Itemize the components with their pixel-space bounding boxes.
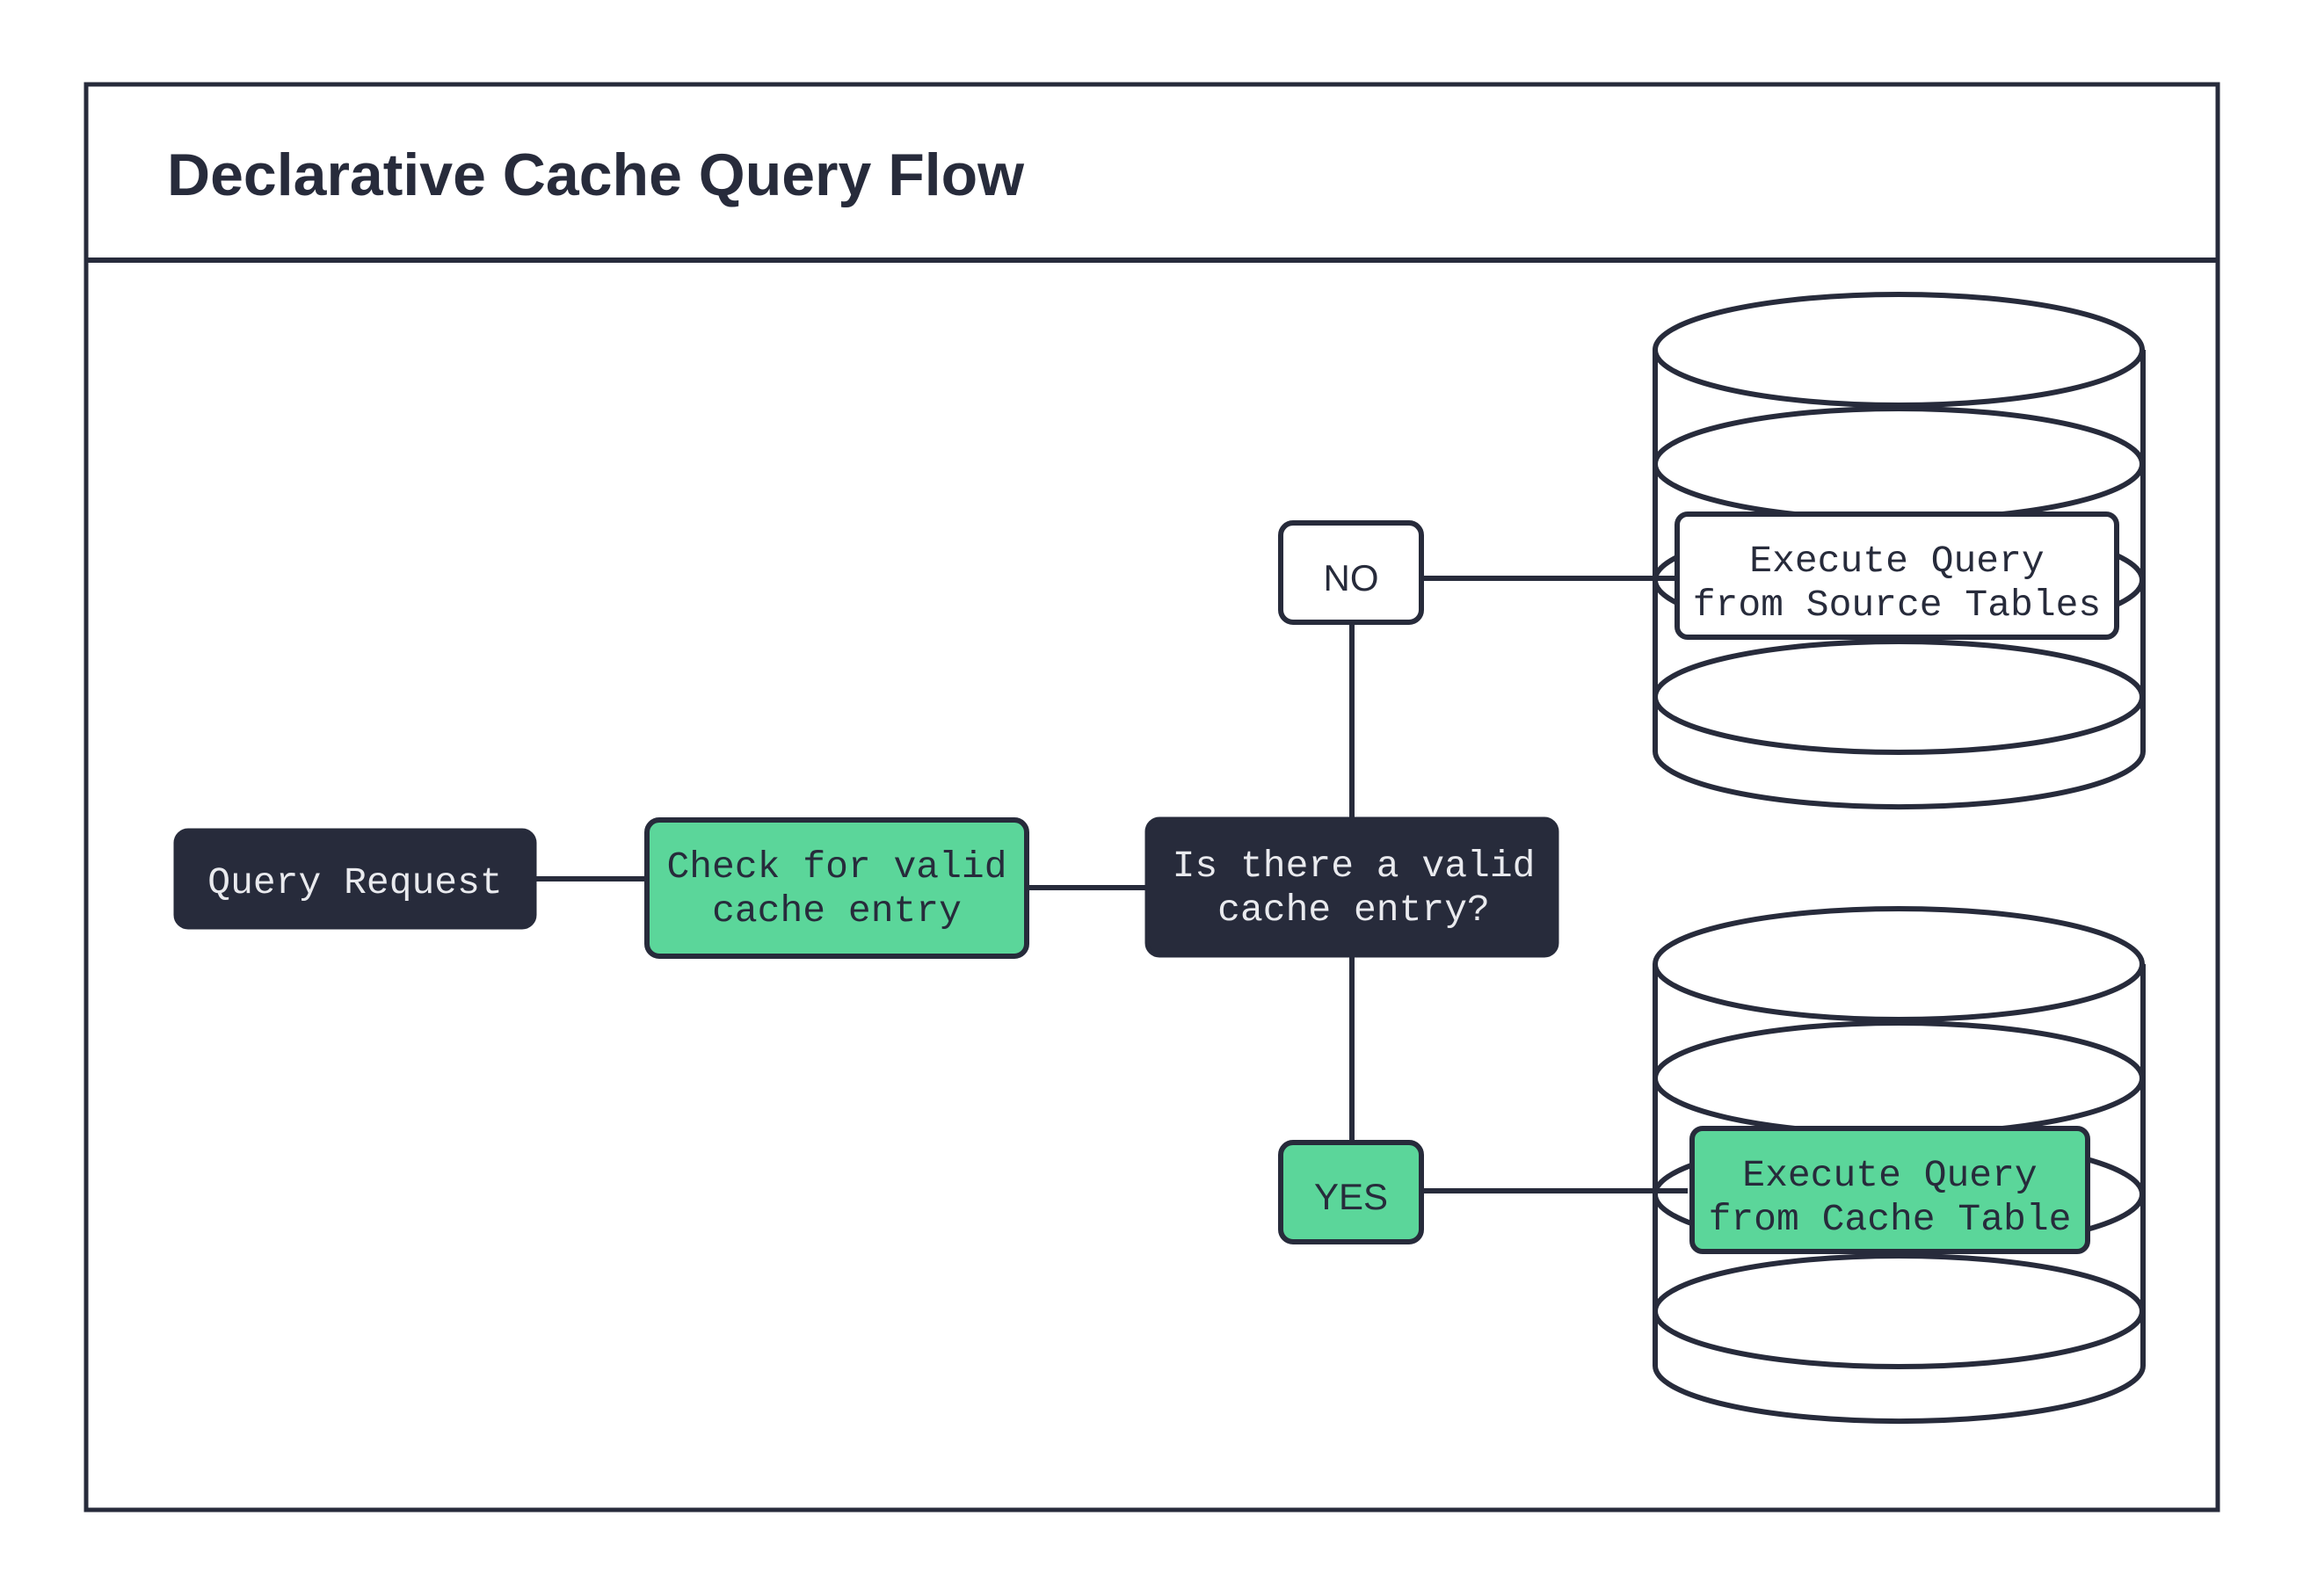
database-cylinder-source-tables[interactable]: Execute Query from Source Tables <box>1653 292 2146 810</box>
check-cache-label-line-2: cache entry <box>712 889 962 932</box>
database-cylinder-cache-table[interactable]: Execute Query from Cache Table <box>1653 906 2146 1425</box>
branch-no-box[interactable] <box>1278 520 1424 625</box>
node-decision[interactable]: Is there a valid cache entry? <box>1144 816 1559 958</box>
branch-yes-box[interactable] <box>1278 1140 1424 1244</box>
source-tables-label-line-1: Execute Query <box>1749 540 2044 583</box>
page-title: Declarative Cache Query Flow <box>167 141 1025 208</box>
node-check-cache[interactable]: Check for valid cache entry <box>644 817 1029 959</box>
decision-label-line-2: cache entry? <box>1217 889 1490 932</box>
decision-label-line-1: Is there a valid <box>1173 845 1536 888</box>
diagram-frame <box>84 82 2220 1513</box>
node-branch-yes[interactable]: YES <box>1278 1140 1424 1244</box>
cache-table-label-line-2: from Cache Table <box>1709 1198 2072 1241</box>
source-tables-label-box[interactable] <box>1675 511 2119 640</box>
check-cache-box[interactable] <box>644 817 1029 959</box>
branch-no-label: NO <box>1324 557 1379 598</box>
cache-table-label-box[interactable] <box>1689 1126 2090 1254</box>
source-tables-label-line-2: from Source Tables <box>1693 584 2101 627</box>
branch-yes-label: YES <box>1314 1176 1388 1217</box>
check-cache-label-line-1: Check for valid <box>666 845 1006 889</box>
node-query-request[interactable]: Query Request <box>173 828 537 930</box>
decision-box[interactable] <box>1144 816 1559 958</box>
cache-table-label-line-1: Execute Query <box>1742 1154 2037 1197</box>
query-request-label: Query Request <box>207 861 502 904</box>
node-branch-no[interactable]: NO <box>1278 520 1424 625</box>
query-request-box[interactable] <box>173 828 537 930</box>
